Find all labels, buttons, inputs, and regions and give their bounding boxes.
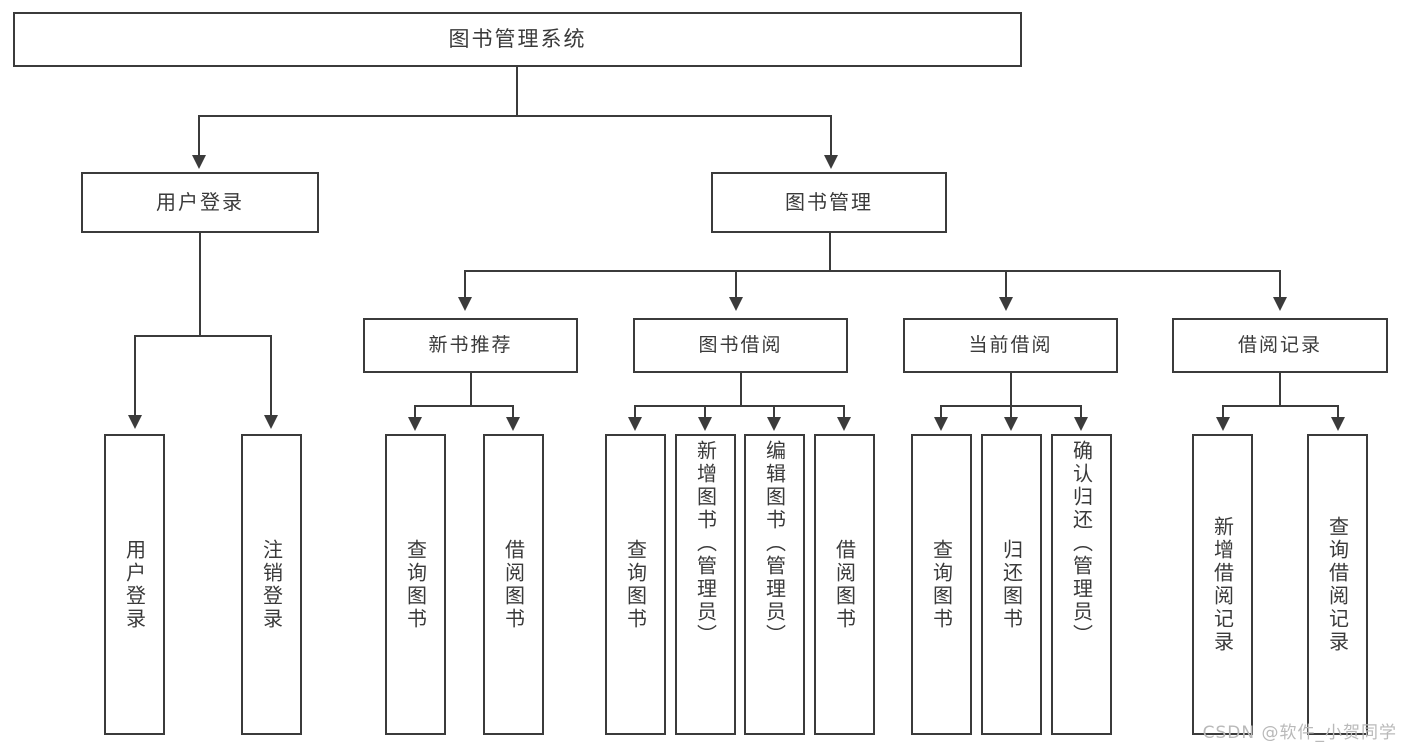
node-label: 图书管理系统 xyxy=(448,27,587,52)
connector-user-login-drop-1 xyxy=(134,335,136,417)
arrowhead-book-mgmt-to-current xyxy=(999,297,1013,311)
node-borrow-record[interactable]: 借阅记录 xyxy=(1172,318,1388,373)
connector-new-book-bus xyxy=(414,405,513,407)
node-label: 用户登录 xyxy=(156,189,244,214)
arrowhead-current-borrow-leaf-2 xyxy=(1004,417,1018,431)
leaf-new-book-borrow[interactable]: 借阅图书 xyxy=(483,434,544,735)
arrowhead-book-mgmt-to-new-book xyxy=(458,297,472,311)
leaf-borrow-record-add[interactable]: 新增借阅记录 xyxy=(1192,434,1253,735)
connector-borrow-record-drop-1 xyxy=(1222,405,1224,419)
node-label: 借阅记录 xyxy=(1237,334,1322,357)
connector-book-borrow-drop-1 xyxy=(634,405,636,419)
node-label: 查询借阅记录 xyxy=(1325,515,1350,654)
arrowhead-book-mgmt-to-borrow xyxy=(729,297,743,311)
connector-book-mgmt-stem xyxy=(829,233,831,270)
node-label: 确认归还（管理员） xyxy=(1069,440,1094,647)
node-label: 图书借阅 xyxy=(698,334,783,357)
node-label: 借阅图书 xyxy=(501,538,526,631)
node-current-borrow[interactable]: 当前借阅 xyxy=(903,318,1118,373)
connector-root-to-user-login xyxy=(198,115,200,157)
connector-current-borrow-drop-3 xyxy=(1080,405,1082,419)
connector-current-borrow-stem xyxy=(1010,373,1012,405)
leaf-user-login-login[interactable]: 用户登录 xyxy=(104,434,165,735)
leaf-current-borrow-return[interactable]: 归还图书 xyxy=(981,434,1042,735)
leaf-borrow-record-query[interactable]: 查询借阅记录 xyxy=(1307,434,1368,735)
connector-book-mgmt-drop-3 xyxy=(1005,270,1007,299)
node-label: 编辑图书（管理员） xyxy=(762,440,787,647)
connector-current-borrow-drop-2 xyxy=(1010,405,1012,419)
connector-book-mgmt-bus xyxy=(464,270,1281,272)
arrowhead-book-borrow-leaf-1 xyxy=(628,417,642,431)
node-label: 新增借阅记录 xyxy=(1210,515,1235,654)
connector-book-borrow-drop-2 xyxy=(704,405,706,419)
arrowhead-book-borrow-leaf-3 xyxy=(767,417,781,431)
node-label: 当前借阅 xyxy=(968,334,1053,357)
connector-user-login-bus xyxy=(134,335,271,337)
connector-book-borrow-bus xyxy=(634,405,844,407)
leaf-book-borrow-query[interactable]: 查询图书 xyxy=(605,434,666,735)
arrowhead-book-borrow-leaf-4 xyxy=(837,417,851,431)
connector-root-stem xyxy=(516,67,518,115)
arrowhead-book-mgmt-to-record xyxy=(1273,297,1287,311)
connector-root-to-book-mgmt xyxy=(830,115,832,157)
node-label: 新增图书（管理员） xyxy=(693,440,718,647)
leaf-user-login-logout[interactable]: 注销登录 xyxy=(241,434,302,735)
arrowhead-borrow-record-leaf-1 xyxy=(1216,417,1230,431)
connector-new-book-stem xyxy=(470,373,472,405)
arrowhead-new-book-leaf-1 xyxy=(408,417,422,431)
connector-new-book-drop-1 xyxy=(414,405,416,419)
leaf-book-borrow-borrow[interactable]: 借阅图书 xyxy=(814,434,875,735)
connector-user-login-stem xyxy=(199,233,201,335)
connector-new-book-drop-2 xyxy=(512,405,514,419)
node-label: 用户登录 xyxy=(122,538,147,631)
connector-book-borrow-drop-4 xyxy=(843,405,845,419)
leaf-current-borrow-confirm[interactable]: 确认归还（管理员） xyxy=(1051,434,1112,735)
leaf-new-book-query[interactable]: 查询图书 xyxy=(385,434,446,735)
connector-current-borrow-drop-1 xyxy=(940,405,942,419)
node-label: 注销登录 xyxy=(259,538,284,631)
connector-borrow-record-stem xyxy=(1279,373,1281,405)
connector-root-bus xyxy=(198,115,832,117)
watermark-text: CSDN @软件_小贺同学 xyxy=(1202,723,1397,743)
connector-book-mgmt-drop-2 xyxy=(735,270,737,299)
connector-book-borrow-drop-3 xyxy=(773,405,775,419)
node-label: 借阅图书 xyxy=(832,538,857,631)
arrowhead-current-borrow-leaf-3 xyxy=(1074,417,1088,431)
node-root-system[interactable]: 图书管理系统 xyxy=(13,12,1022,67)
arrowhead-borrow-record-leaf-2 xyxy=(1331,417,1345,431)
arrowhead-user-login-leaf-2 xyxy=(264,415,278,429)
arrowhead-root-to-user-login xyxy=(192,155,206,169)
node-label: 图书管理 xyxy=(785,189,873,214)
leaf-book-borrow-add[interactable]: 新增图书（管理员） xyxy=(675,434,736,735)
connector-user-login-drop-2 xyxy=(270,335,272,417)
connector-borrow-record-bus xyxy=(1222,405,1338,407)
arrowhead-root-to-book-mgmt xyxy=(824,155,838,169)
node-label: 新书推荐 xyxy=(428,334,513,357)
arrowhead-book-borrow-leaf-2 xyxy=(698,417,712,431)
leaf-book-borrow-edit[interactable]: 编辑图书（管理员） xyxy=(744,434,805,735)
arrowhead-new-book-leaf-2 xyxy=(506,417,520,431)
leaf-current-borrow-query[interactable]: 查询图书 xyxy=(911,434,972,735)
connector-book-borrow-stem xyxy=(740,373,742,405)
node-label: 查询图书 xyxy=(403,538,428,631)
arrowhead-current-borrow-leaf-1 xyxy=(934,417,948,431)
arrowhead-user-login-leaf-1 xyxy=(128,415,142,429)
node-book-management[interactable]: 图书管理 xyxy=(711,172,947,233)
node-label: 查询图书 xyxy=(623,538,648,631)
node-label: 归还图书 xyxy=(999,538,1024,631)
node-label: 查询图书 xyxy=(929,538,954,631)
node-new-book-recommend[interactable]: 新书推荐 xyxy=(363,318,578,373)
connector-book-mgmt-drop-4 xyxy=(1279,270,1281,299)
connector-borrow-record-drop-2 xyxy=(1337,405,1339,419)
node-user-login[interactable]: 用户登录 xyxy=(81,172,319,233)
node-book-borrow[interactable]: 图书借阅 xyxy=(633,318,848,373)
connector-book-mgmt-drop-1 xyxy=(464,270,466,299)
